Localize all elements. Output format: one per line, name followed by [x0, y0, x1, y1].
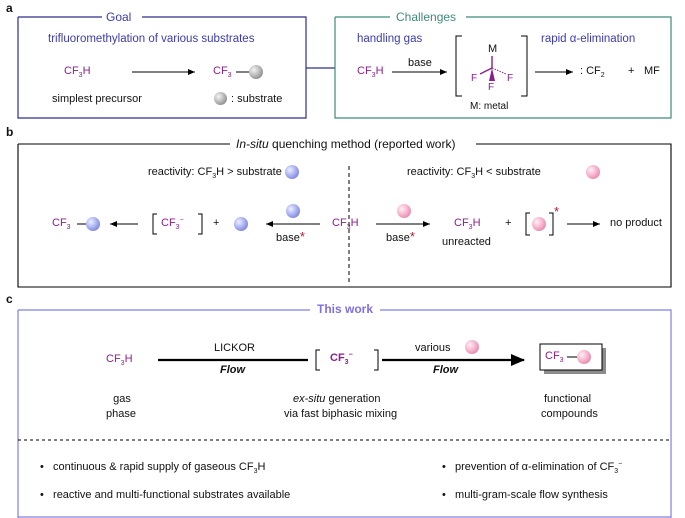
c-gas-line1: gas — [113, 393, 131, 405]
c-product: CF3 — [545, 350, 564, 365]
right-reactivity: reactivity: CF3H < substrate — [407, 166, 541, 181]
pink-substrate-ball-header — [586, 165, 600, 179]
metal-note: M: metal — [470, 101, 509, 112]
c-exsitu-line1: ex-situ generation — [293, 393, 381, 405]
c-exsitu-line2: via fast biphasic mixing — [284, 408, 398, 420]
c-reagent-various: various — [415, 342, 451, 354]
c-reagent-lickor: LICKOR — [214, 342, 255, 354]
b-no-product: no product — [610, 217, 662, 229]
challenge-reactant: CF3H — [357, 65, 384, 80]
bond-c-f1 — [479, 67, 493, 75]
b-pink-bracket-left — [525, 212, 530, 236]
in-situ-title: In-situ quenching method (reported work) — [236, 137, 456, 151]
challenge-plus: + — [628, 65, 635, 77]
bond-c-f3 — [489, 68, 495, 81]
b-plus-right: + — [505, 217, 512, 229]
complex-bracket-left — [455, 35, 462, 97]
b-plus-left: + — [213, 217, 220, 229]
left-reactivity: reactivity: CF3H > substrate — [148, 166, 282, 181]
b-anion: CF3− — [161, 216, 184, 232]
goal-precursor-note: simplest precursor — [52, 93, 142, 105]
complex-f2: F — [507, 73, 514, 84]
challenges-title: Challenges — [396, 10, 457, 24]
b-blue-ball-arrow — [286, 204, 300, 218]
goal-subtitle: trifluoromethylation of various substrat… — [48, 33, 255, 45]
b-unreacted: unreacted — [442, 236, 491, 248]
b-pink-asterisk: * — [554, 204, 560, 219]
b-base-left: base* — [276, 229, 305, 244]
b-blue-ball — [234, 217, 248, 231]
complex-f1: F — [471, 73, 478, 84]
legend-ball-grey — [214, 92, 227, 105]
in-situ-box — [17, 143, 672, 288]
goal-title: Goal — [106, 10, 132, 24]
challenge-left-head: handling gas — [357, 33, 423, 45]
complex-metal: M — [488, 43, 498, 55]
c-anion: CF3− — [330, 351, 353, 367]
b-center-cf3h: CF3H — [332, 217, 359, 232]
b-anion-bracket-left — [152, 213, 157, 235]
goal-box — [17, 16, 307, 119]
c-bullet-4: • multi-gram-scale flow synthesis — [442, 489, 608, 501]
product-cf2: : CF2 — [580, 65, 605, 80]
b-pink-bracket-right — [549, 212, 554, 236]
product-mf: MF — [644, 65, 660, 77]
b-left-product: CF3 — [52, 217, 71, 232]
c-flow-2: Flow — [433, 364, 459, 376]
goal-product: CF3 — [213, 65, 232, 80]
c-reactant: CF3H — [106, 353, 133, 368]
b-pink-ball-arrow — [397, 204, 411, 218]
blue-substrate-ball-header — [285, 165, 299, 179]
goal-reactant: CF3H — [64, 65, 91, 80]
panel-label-b: b — [6, 125, 14, 139]
b-pink-ball-bracket — [532, 217, 546, 231]
c-product-ball — [577, 350, 591, 364]
this-work-title: This work — [317, 302, 374, 316]
b-right-cf3h: CF3H — [454, 217, 481, 232]
c-anion-bracket-left — [315, 349, 320, 371]
c-func-line1: functional — [544, 393, 592, 405]
c-flow-1: Flow — [220, 364, 246, 376]
this-work-box — [17, 309, 672, 518]
goal-legend: : substrate — [231, 93, 283, 105]
panel-label-a: a — [6, 1, 13, 15]
c-anion-bracket-right — [374, 349, 379, 371]
challenges-box — [334, 16, 672, 119]
challenge-right-head: rapid α-elimination — [541, 33, 636, 45]
b-base-right: base* — [386, 229, 415, 244]
c-bullet-3: • prevention of α-elimination of CF3− — [442, 460, 623, 476]
c-bullet-1: • continuous & rapid supply of gaseous C… — [40, 461, 266, 476]
c-func-line2: compounds — [541, 408, 598, 420]
c-bullet-2: • reactive and multi-functional substrat… — [40, 489, 291, 501]
bond-c-f2 — [491, 67, 507, 75]
challenge-reagent: base — [408, 57, 432, 69]
c-pink-ball-reagent — [465, 340, 479, 354]
c-gas-line2: phase — [106, 408, 136, 420]
b-left-product-ball — [86, 217, 100, 231]
b-anion-bracket-right — [198, 213, 203, 235]
substrate-ball-grey — [249, 65, 263, 79]
complex-bracket-right — [521, 35, 528, 97]
complex-f3: F — [488, 82, 495, 93]
panel-label-c: c — [6, 292, 13, 306]
